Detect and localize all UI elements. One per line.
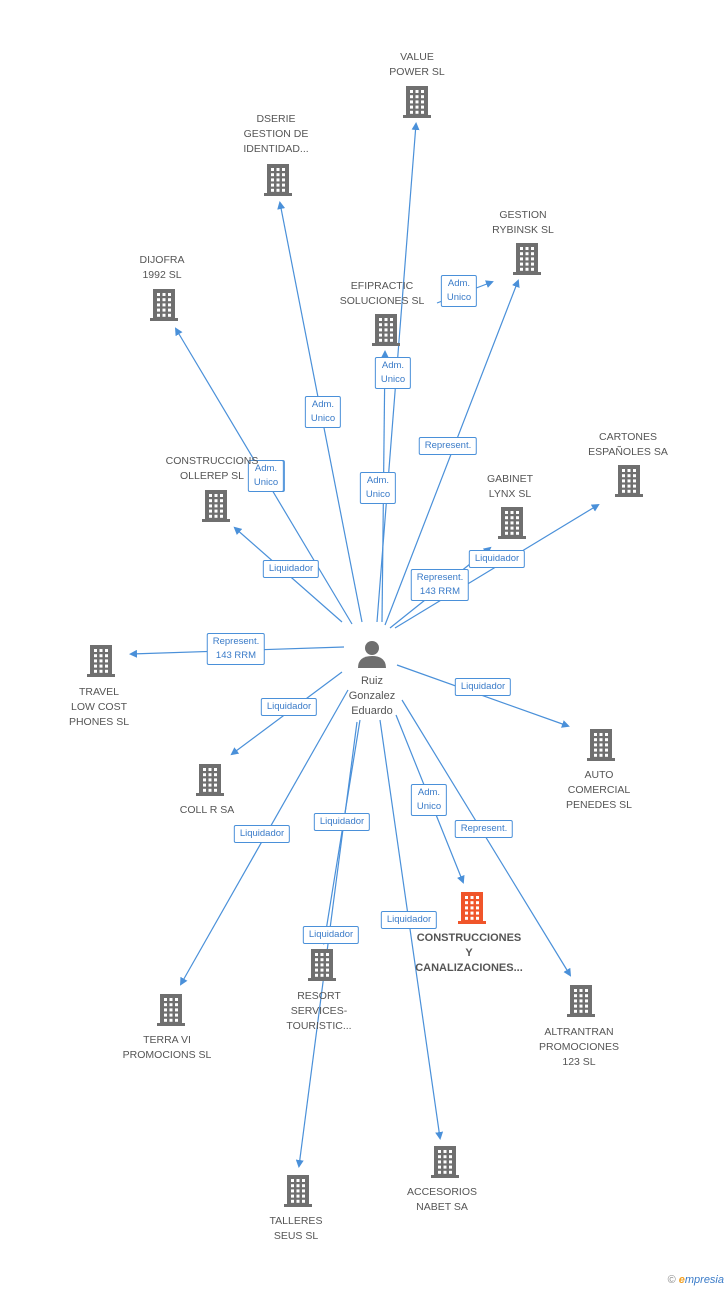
relation-label-ollerep[interactable]: Liquidador	[262, 560, 320, 578]
edge-to-resort	[321, 719, 361, 945]
company-name-efipractic[interactable]: EFIPRACTIC SOLUCIONES SL	[339, 280, 425, 307]
company-name-dijofra[interactable]: DIJOFRA 1992 SL	[139, 254, 185, 281]
company-icon-terra[interactable]	[157, 994, 185, 1026]
company-name-ollerep[interactable]: CONSTRUCCIONS OLLEREP SL	[165, 455, 259, 482]
company-name-travel[interactable]: TRAVEL LOW COST PHONES SL	[68, 686, 130, 728]
company-name-accesorios[interactable]: ACCESORIOS NABET SA	[406, 1186, 477, 1213]
relation-label-gabinet[interactable]: Represent. 143 RRM	[410, 569, 470, 601]
relation-label-construcciones[interactable]: Adm. Unico	[410, 784, 448, 816]
company-icon-accesorios[interactable]	[431, 1146, 459, 1178]
company-icon-dserie[interactable]	[264, 164, 292, 196]
relation-label-collr[interactable]: Liquidador	[260, 698, 318, 716]
company-name-construcciones[interactable]: CONSTRUCCIONES Y CANALIZACIONES...	[415, 932, 523, 974]
relation-label-talleres[interactable]: Liquidador	[302, 926, 360, 944]
relation-label-resort[interactable]: Liquidador	[313, 813, 371, 831]
company-name-resort[interactable]: RESORT SERVICES- TOURISTIC...	[286, 990, 352, 1032]
relation-label-dserie[interactable]: Adm. Unico	[304, 396, 342, 428]
person-icon[interactable]	[358, 641, 386, 668]
company-icon-collr[interactable]	[196, 764, 224, 796]
company-icon-auto[interactable]	[587, 729, 615, 761]
company-icon-talleres[interactable]	[284, 1175, 312, 1207]
relation-label-travel[interactable]: Represent. 143 RRM	[206, 633, 266, 665]
company-icon-gabinet[interactable]	[498, 507, 526, 539]
company-name-dserie[interactable]: DSERIE GESTION DE IDENTIDAD...	[243, 113, 309, 155]
company-name-gabinet[interactable]: GABINET LYNX SL	[486, 473, 534, 500]
company-icon-gestion[interactable]	[513, 243, 541, 275]
relation-label-auto[interactable]: Liquidador	[454, 678, 512, 696]
company-name-value[interactable]: VALUE POWER SL	[389, 51, 445, 78]
company-name-gestion[interactable]: GESTION RYBINSK SL	[492, 209, 554, 236]
company-icon-travel[interactable]	[87, 645, 115, 677]
company-name-terra[interactable]: TERRA VI PROMOCIONS SL	[122, 1034, 212, 1061]
company-name-altrantran[interactable]: ALTRANTRAN PROMOCIONES 123 SL	[539, 1026, 619, 1068]
company-icon-resort[interactable]	[308, 949, 336, 981]
relation-label-terra[interactable]: Liquidador	[233, 825, 291, 843]
company-icon-cartones[interactable]	[615, 465, 643, 497]
company-icon-construcciones[interactable]	[458, 892, 486, 924]
company-icon-altrantran[interactable]	[567, 985, 595, 1017]
company-icon-efipractic[interactable]	[372, 314, 400, 346]
copyright-symbol: ©	[667, 1274, 676, 1286]
relation-label-value[interactable]: Adm. Unico	[359, 472, 397, 504]
company-name-auto[interactable]: AUTO COMERCIAL PENEDES SL	[566, 769, 632, 811]
relation-label-efipractic[interactable]: Adm. Unico	[440, 275, 478, 307]
company-name-collr[interactable]: COLL R SA	[179, 804, 235, 816]
relation-label-accesorios[interactable]: Liquidador	[380, 911, 438, 929]
relation-label-gestion[interactable]: Represent.	[418, 437, 478, 455]
brand-logo-e: e	[678, 1274, 685, 1286]
company-name-talleres[interactable]: TALLERES SEUS SL	[269, 1215, 323, 1242]
company-icon-value[interactable]	[403, 86, 431, 118]
person-name[interactable]: Ruiz Gonzalez Eduardo	[348, 675, 396, 717]
edge-to-accesorios	[379, 719, 444, 1140]
company-icon-ollerep[interactable]	[202, 490, 230, 522]
company-name-cartones[interactable]: CARTONES ESPAÑOLES SA	[588, 431, 668, 458]
brand-name: mpresia	[684, 1274, 724, 1286]
relation-label-cartones[interactable]: Liquidador	[468, 550, 526, 568]
nodes-layer	[87, 86, 643, 1207]
relation-label-altrantran[interactable]: Represent.	[454, 820, 514, 838]
edge-to-talleres	[295, 721, 358, 1168]
relation-label-efipractic[interactable]: Adm. Unico	[374, 357, 412, 389]
watermark[interactable]: © empresia	[668, 1274, 724, 1286]
relation-label-extra[interactable]: Adm. Unico	[247, 460, 285, 492]
company-icon-dijofra[interactable]	[150, 289, 178, 321]
